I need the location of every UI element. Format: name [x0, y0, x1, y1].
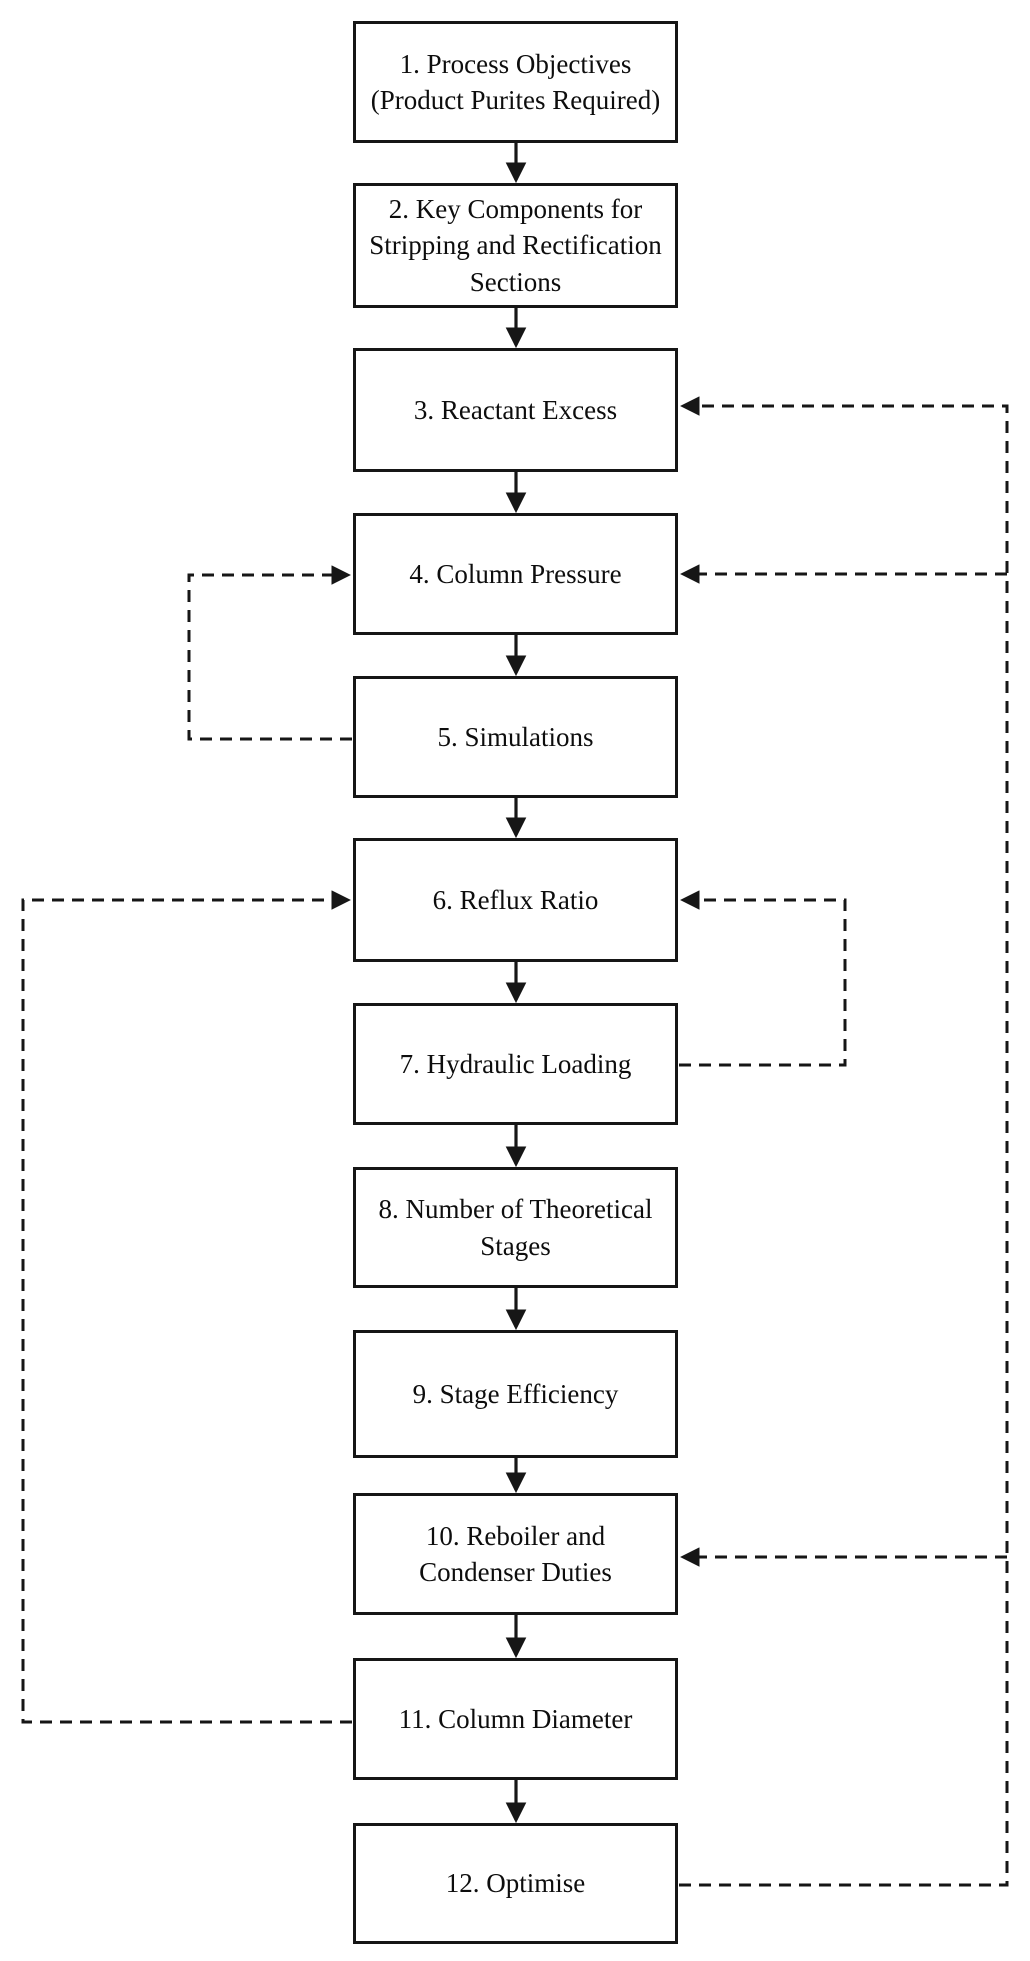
step-label-10: 10. Reboiler and Condenser Duties — [419, 1520, 612, 1587]
feedback-arrow-11-to-6 — [21, 890, 352, 1724]
step-label-3: 3. Reactant Excess — [413, 394, 618, 425]
step-label-2: 2. Key Components for Stripping and Rect… — [369, 194, 662, 297]
step-box-3: 3. Reactant Excess — [353, 348, 678, 472]
step-label-12: 12. Optimise — [445, 1868, 586, 1899]
feedback-arrow-7-to-6 — [679, 890, 847, 1067]
step-box-10: 10. Reboiler and Condenser Duties — [353, 1493, 678, 1615]
step-box-1: 1. Process Objectives (Product Purites R… — [353, 21, 678, 143]
step-box-7: 7. Hydraulic Loading — [353, 1003, 678, 1125]
step-label-6: 6. Reflux Ratio — [432, 884, 599, 915]
step-label-5: 5. Simulations — [437, 721, 594, 752]
step-box-8: 8. Number of Theoretical Stages — [353, 1167, 678, 1288]
step-label-9: 9. Stage Efficiency — [412, 1378, 619, 1409]
step-label-4: 4. Column Pressure — [409, 558, 622, 589]
step-box-2: 2. Key Components for Stripping and Rect… — [353, 183, 678, 308]
step-label-1: 1. Process Objectives (Product Purites R… — [370, 48, 661, 115]
step-box-4: 4. Column Pressure — [353, 513, 678, 635]
step-box-12: 12. Optimise — [353, 1823, 678, 1944]
step-box-6: 6. Reflux Ratio — [353, 838, 678, 962]
step-label-11: 11. Column Diameter — [398, 1703, 633, 1734]
step-box-11: 11. Column Diameter — [353, 1658, 678, 1780]
step-label-8: 8. Number of Theoretical Stages — [378, 1194, 653, 1261]
step-label-7: 7. Hydraulic Loading — [399, 1048, 632, 1079]
step-box-9: 9. Stage Efficiency — [353, 1330, 678, 1458]
step-box-5: 5. Simulations — [353, 676, 678, 798]
feedback-arrow-12-to-3 — [679, 396, 1009, 1887]
feedback-arrow-5-to-4 — [187, 565, 352, 741]
